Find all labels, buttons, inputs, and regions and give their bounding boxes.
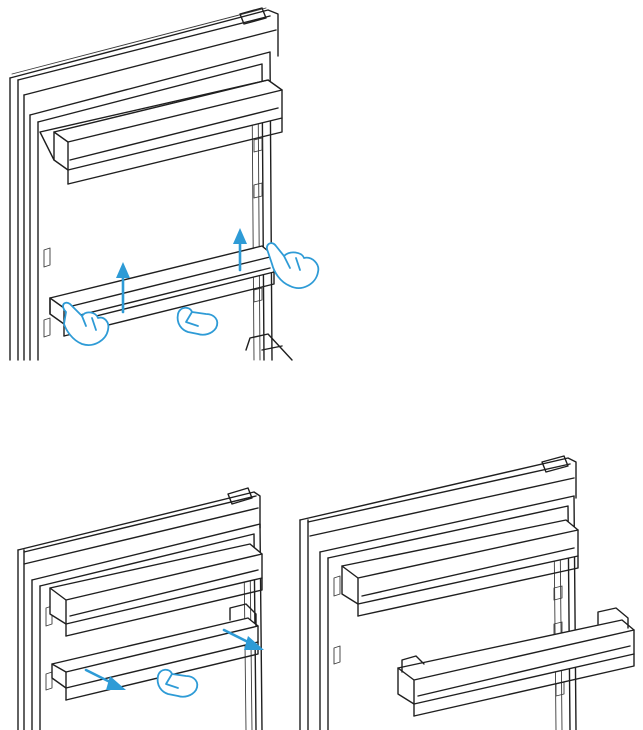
removed-door-shelf [397, 607, 635, 717]
arrow-icon [233, 228, 247, 272]
step-slide-illustration [0, 478, 275, 730]
door-drawing-lift [9, 7, 320, 361]
hand-icon [156, 668, 199, 698]
arrow-icon [222, 628, 264, 650]
refrigerator-door [299, 455, 577, 730]
lower-door-shelf [51, 603, 259, 701]
hand-icon [266, 242, 320, 289]
hand-icon [176, 306, 219, 336]
upper-door-shelf [39, 79, 283, 185]
arrow-icon [116, 262, 130, 314]
refrigerator-door [17, 487, 263, 730]
step-lift-illustration [0, 0, 340, 370]
step-removed-illustration [298, 448, 643, 730]
upper-door-shelf [49, 543, 263, 637]
bottom-shelf-lip [261, 345, 283, 351]
upper-door-shelf [341, 519, 579, 617]
door-drawing-removed [299, 455, 635, 730]
hand-icon [62, 301, 110, 346]
door-drawing-slide [17, 487, 264, 730]
bottom-shelf-edge [245, 333, 293, 361]
arrow-icon [84, 668, 126, 690]
